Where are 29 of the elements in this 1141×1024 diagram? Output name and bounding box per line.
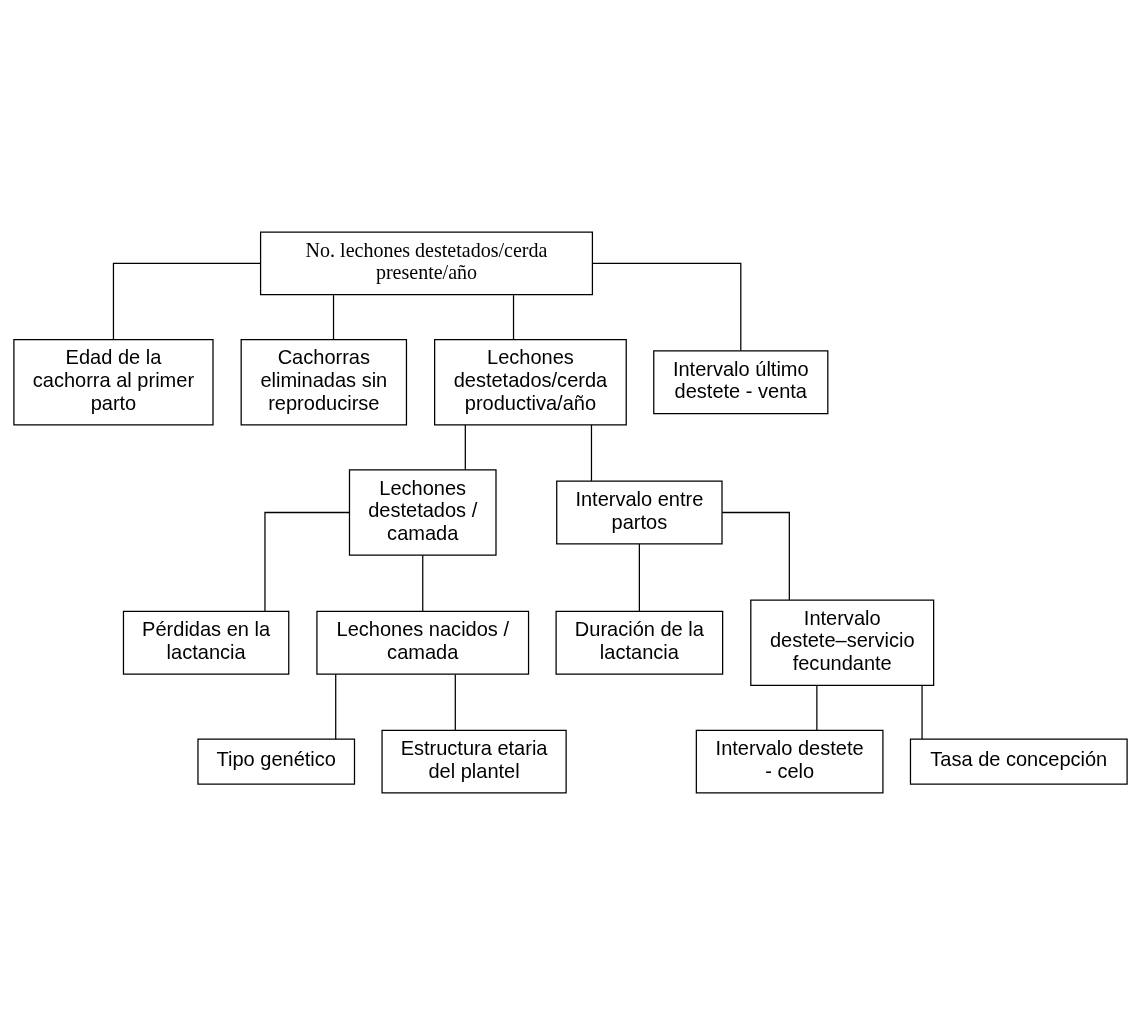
- connector: [638, 542, 640, 612]
- node-box: Cachorras eliminadas sin reproducirse: [240, 338, 408, 425]
- connector: [454, 673, 456, 731]
- node-box: Lechones destetados/cerda productiva/año: [434, 338, 627, 425]
- connector: [721, 511, 790, 601]
- connector: [422, 554, 424, 612]
- connector: [264, 511, 351, 612]
- node-box: Intervalo último destete - venta: [653, 349, 829, 414]
- node-box: Lechones destetados / camada: [348, 468, 497, 556]
- connector: [332, 294, 335, 340]
- node-box: Estructura etaria del plantel: [381, 729, 567, 794]
- connector: [112, 262, 261, 340]
- connector: [592, 262, 742, 351]
- node-box: Tipo genético: [197, 738, 356, 785]
- node-box: Tasa de concepción: [909, 738, 1128, 785]
- node-box: Intervalo destete–servicio fecundante: [750, 599, 935, 686]
- connector: [512, 294, 515, 340]
- node-box: Intervalo destete - celo: [695, 729, 884, 794]
- node-box: Intervalo entre partos: [556, 480, 723, 544]
- connector: [816, 684, 818, 731]
- node-box: Edad de la cachorra al primer parto: [13, 338, 214, 425]
- node-box: No. lechones destetados/cerda presente/año: [259, 230, 594, 295]
- node-box: Lechones nacidos / camada: [316, 610, 530, 675]
- connector: [590, 423, 593, 482]
- node-box: Duración de la lactancia: [555, 610, 724, 675]
- connector: [335, 673, 337, 740]
- node-box: Pérdidas en la lactancia: [122, 610, 290, 675]
- connector: [921, 684, 923, 740]
- connector: [464, 423, 466, 470]
